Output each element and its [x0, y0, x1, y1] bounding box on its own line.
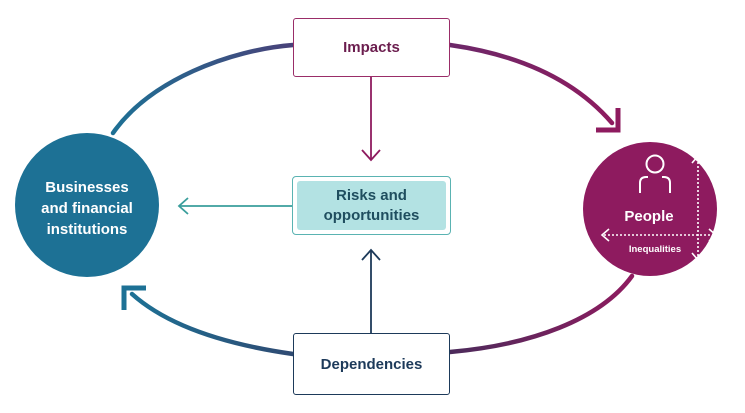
businesses-label-line2: and financial	[41, 200, 133, 217]
dependencies-to-risks-arrow	[361, 248, 381, 333]
people-circle	[583, 142, 717, 276]
risks-label-line1: Risks and	[336, 186, 407, 204]
businesses-label: Businesses and financial institutions	[20, 177, 154, 240]
vertical-double-arrow-icon	[691, 154, 705, 262]
impacts-to-risks-arrow	[361, 77, 381, 162]
risks-label-line2: opportunities	[323, 206, 420, 224]
top-arc-arrowhead	[596, 108, 621, 133]
bottom-cycle-arc	[129, 273, 635, 357]
impacts-box: Impacts	[293, 18, 450, 77]
risks-opportunities-box: Risks and opportunities	[292, 176, 451, 235]
dependencies-label: Dependencies	[320, 355, 423, 373]
people-label: People	[624, 208, 674, 225]
inequalities-label: Inequalities	[628, 244, 682, 255]
businesses-circle	[15, 133, 159, 277]
businesses-label-line1: Businesses	[45, 179, 129, 196]
bottom-arc-arrowhead	[121, 285, 146, 310]
risks-to-businesses-arrow	[177, 197, 292, 215]
horizontal-double-arrow-icon	[600, 228, 718, 242]
businesses-label-line3: institutions	[46, 221, 128, 238]
person-icon	[639, 154, 671, 193]
dependencies-box: Dependencies	[293, 333, 450, 395]
impacts-label: Impacts	[343, 39, 400, 56]
top-cycle-arc	[110, 42, 615, 136]
risks-opportunities-inner: Risks and opportunities	[297, 181, 446, 230]
